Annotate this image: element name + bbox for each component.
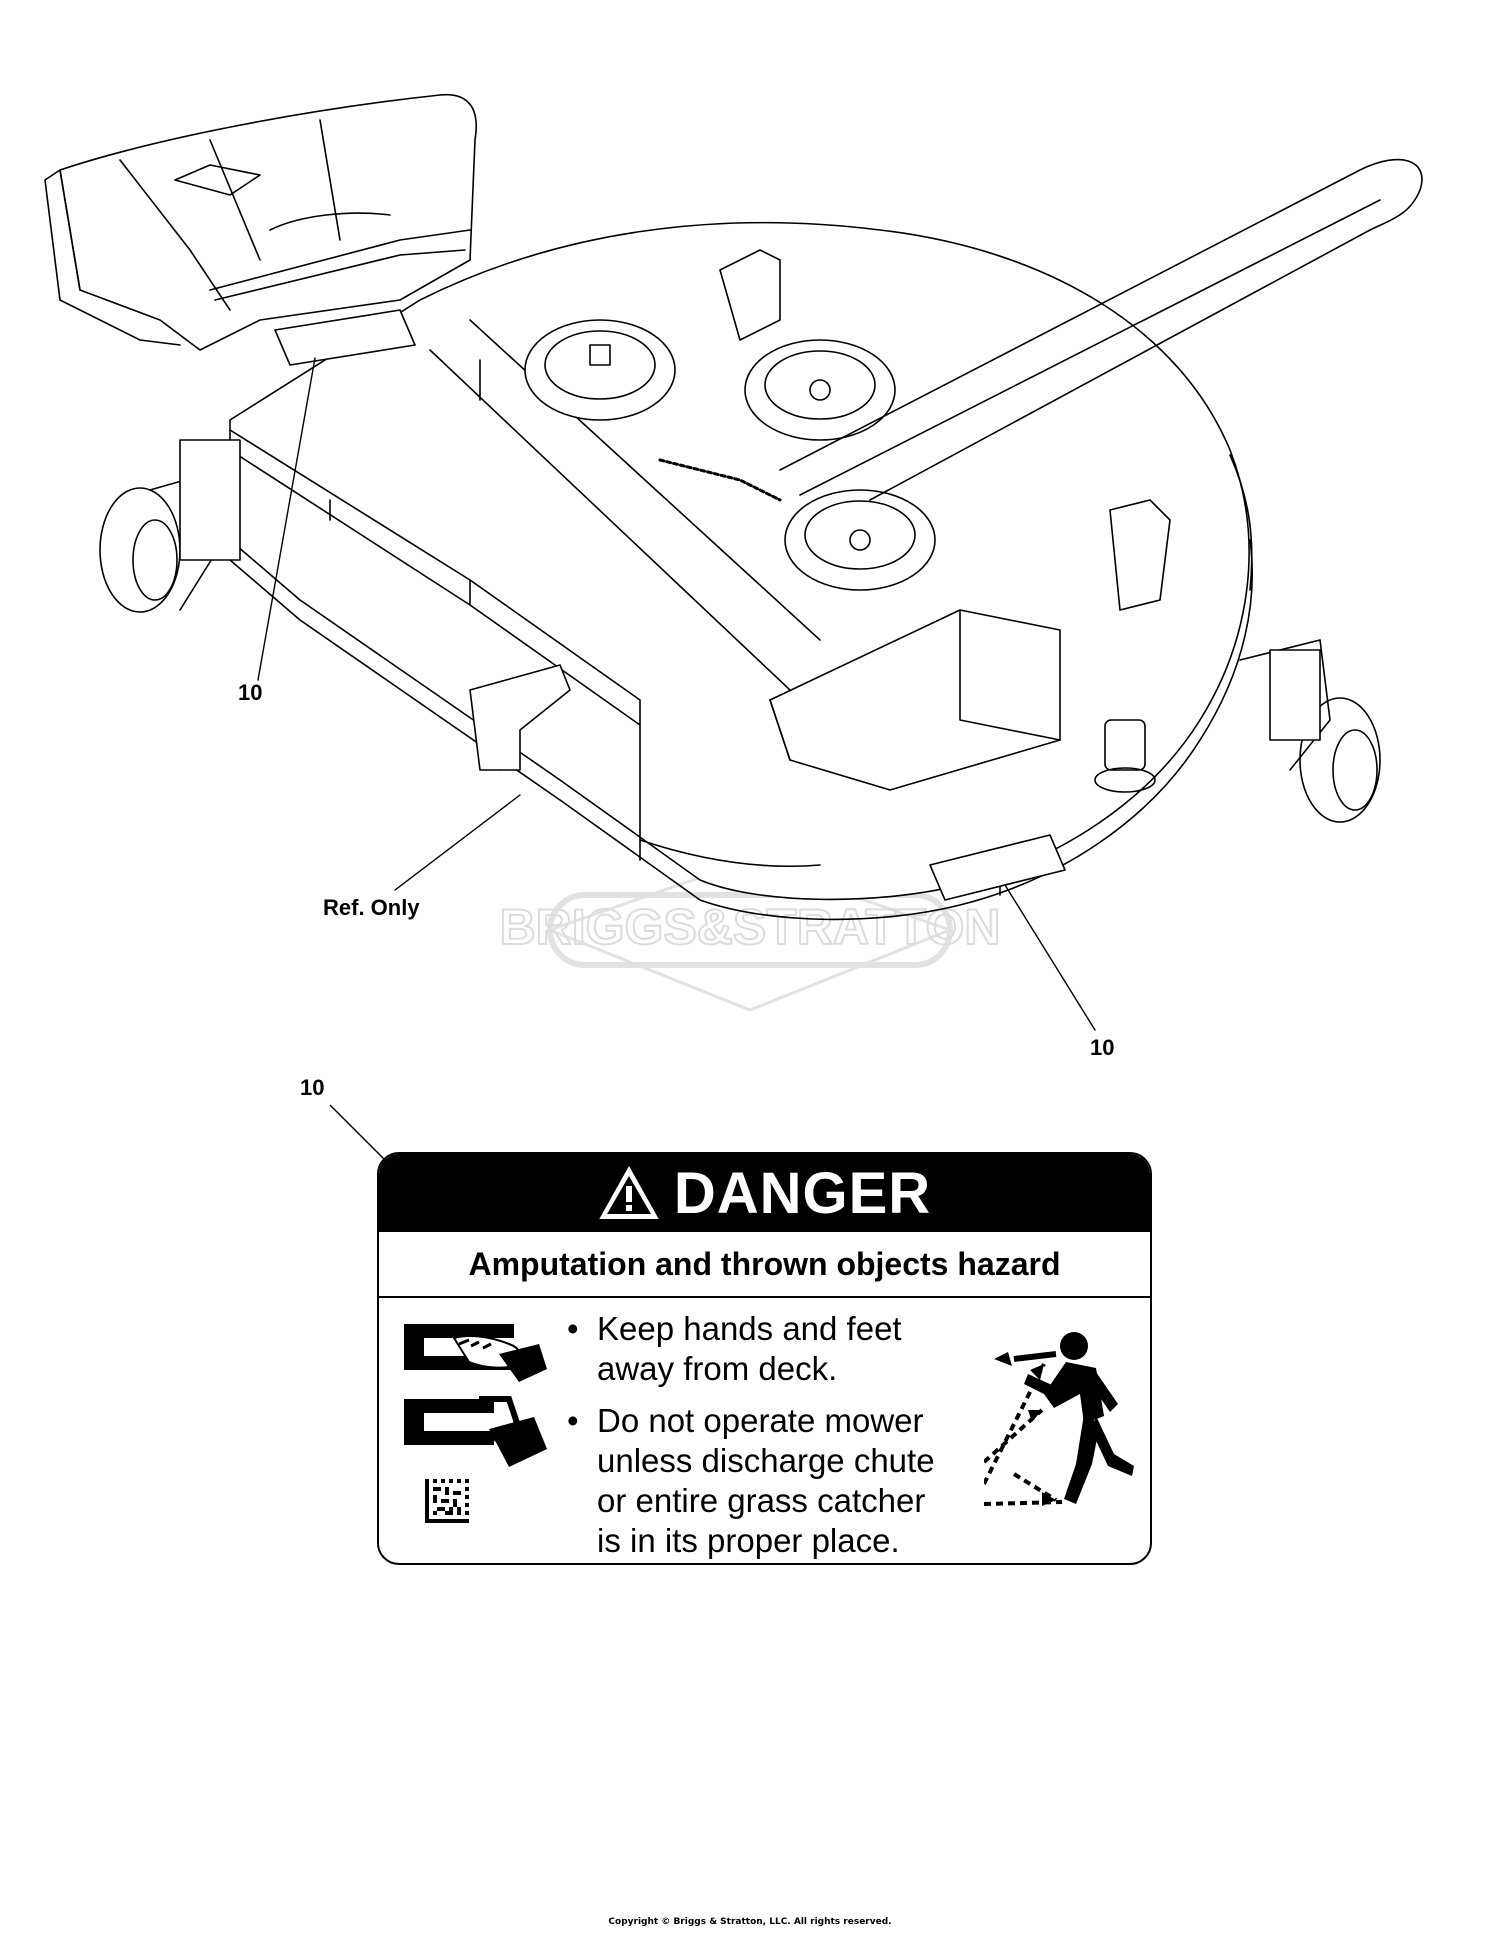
bullet-line: unless discharge chute	[597, 1442, 935, 1479]
hand-under-deck-icon	[404, 1324, 547, 1382]
bullet-line: Do not operate mower	[597, 1402, 924, 1439]
decal-bullet-2: • Do not operate mower unless discharge …	[567, 1401, 987, 1561]
deck-brackets	[469, 249, 1171, 771]
grease-fitting	[1094, 719, 1156, 793]
qr-code-icon	[425, 1479, 469, 1523]
callout-ref-only: Ref. Only	[323, 895, 420, 920]
callout-10-decal: 10	[300, 1075, 325, 1100]
thrown-objects-person-icon	[984, 1332, 1134, 1506]
leader-lines	[257, 357, 1096, 1031]
decal-location-right	[929, 834, 1066, 901]
decal-bullet-list: • Keep hands and feet away from deck. • …	[567, 1309, 987, 1563]
hand-under-chute-icon	[404, 1396, 547, 1467]
front-left-wheel	[99, 439, 241, 613]
bullet-line: or entire grass catcher	[597, 1482, 926, 1519]
decal-location-left	[274, 309, 416, 366]
danger-decal-body: DANGER Amputation and thrown objects haz…	[377, 1152, 1152, 1565]
bullet-line: away from deck.	[597, 1350, 838, 1387]
bullet-dot: •	[567, 1310, 579, 1347]
belt-cover	[769, 609, 1061, 791]
callout-10-left: 10	[238, 680, 263, 705]
decal-bullet-1: • Keep hands and feet away from deck.	[567, 1309, 987, 1389]
warning-triangle-icon	[599, 1165, 659, 1219]
spindle-pulley-lower-right	[784, 489, 936, 591]
mower-deck-illustration: BRIGGS&STRATTON	[44, 93, 1423, 1031]
discharge-chute	[44, 93, 477, 351]
decal-header-text: DANGER	[673, 1160, 932, 1226]
watermark-logo	[547, 858, 953, 1012]
decal-subheader: Amputation and thrown objects hazard	[379, 1232, 1150, 1298]
spindle-pulley-upper-right	[744, 339, 896, 441]
decal-header: DANGER	[379, 1154, 1150, 1232]
drive-belt	[779, 158, 1423, 501]
watermark-text: BRIGGS&STRATTON	[500, 899, 1001, 955]
danger-decal: DANGER Amputation and thrown objects haz…	[377, 1152, 1152, 1565]
bullet-line: is in its proper place.	[597, 1522, 900, 1559]
bullet-line: Keep hands and feet	[597, 1310, 902, 1347]
callout-10-right: 10	[1090, 1035, 1115, 1060]
copyright-footer: Copyright © Briggs & Stratton, LLC. All …	[608, 1917, 892, 1927]
bullet-dot: •	[567, 1402, 579, 1439]
tension-spring	[658, 458, 782, 502]
spindle-pulley-left	[524, 319, 676, 421]
front-right-wheel	[1239, 639, 1381, 823]
